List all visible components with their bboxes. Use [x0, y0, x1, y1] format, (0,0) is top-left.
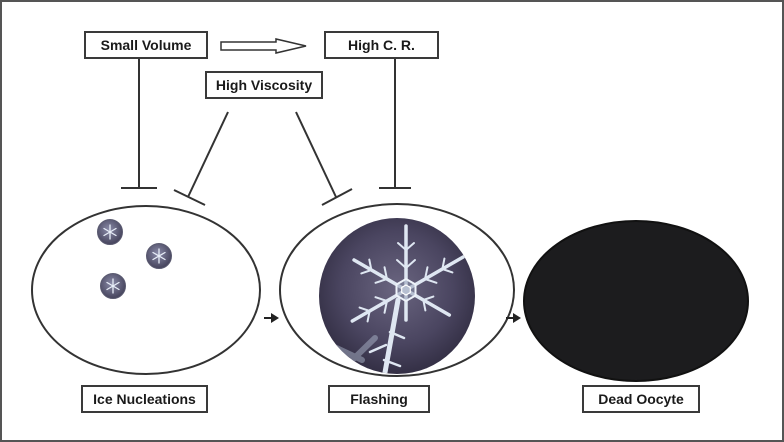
- inhibit-line-viscosity-right: [295, 111, 337, 198]
- inhibit-bar-viscosity-left: [173, 189, 206, 206]
- node-high-viscosity: High Viscosity: [205, 71, 323, 99]
- inhibit-line-viscosity-left: [187, 111, 229, 198]
- flashing-ice-crystal: [319, 218, 475, 374]
- ice-nucleus-1: [97, 219, 123, 245]
- ice-nucleus-3: [100, 273, 126, 299]
- cell-ice-nucleations: [31, 205, 261, 375]
- progress-arrow-1: [264, 313, 279, 323]
- stage-label-dead-oocyte: Dead Oocyte: [582, 385, 700, 413]
- progress-arrow-2: [506, 313, 521, 323]
- stage-label-ice-nucleations: Ice Nucleations: [81, 385, 208, 413]
- ice-nucleus-2: [146, 243, 172, 269]
- cell-dead-oocyte: [523, 220, 749, 382]
- node-small-volume: Small Volume: [84, 31, 208, 59]
- inhibition-lines: [121, 59, 411, 206]
- stage-label-flashing: Flashing: [328, 385, 430, 413]
- node-high-cr: High C. R.: [324, 31, 439, 59]
- leads-to-arrow: [220, 38, 307, 54]
- inhibit-bar-viscosity-right: [321, 188, 353, 206]
